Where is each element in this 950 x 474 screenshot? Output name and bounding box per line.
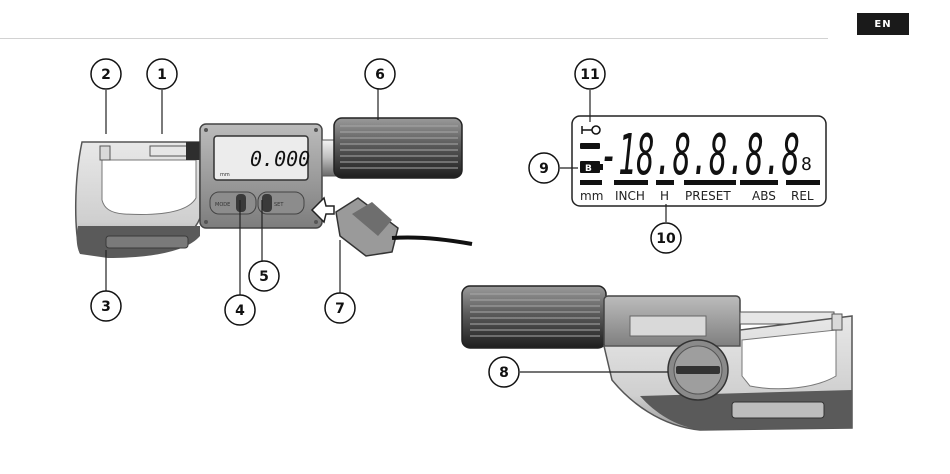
callout-7: 7 xyxy=(324,292,356,324)
callout-2: 2 xyxy=(90,58,122,90)
lcd-small-digit: 8 xyxy=(801,154,812,175)
data-cable-connector xyxy=(310,196,473,257)
lcd-label-abs: ABS xyxy=(752,189,776,203)
lcd-label-rel: REL xyxy=(791,189,814,203)
display-unit: mm xyxy=(220,172,230,178)
thimble-knurling xyxy=(340,125,458,169)
svg-text:3: 3 xyxy=(101,299,111,315)
callout-3: 3 xyxy=(90,290,122,322)
svg-text:6: 6 xyxy=(375,67,385,83)
hold-icon xyxy=(581,125,601,135)
callout-6: 6 xyxy=(364,58,396,90)
lcd-label-inch: INCH xyxy=(615,189,645,203)
lcd-label-h: H xyxy=(660,189,669,203)
svg-text:1: 1 xyxy=(157,67,167,83)
rear-thimble xyxy=(461,285,607,349)
svg-text:11: 11 xyxy=(580,67,599,83)
callout-9: 9 xyxy=(528,152,560,184)
battery-cover-slot xyxy=(676,366,720,374)
rear-insulation-pad xyxy=(731,401,825,419)
callout-10: 10 xyxy=(650,222,682,254)
svg-text:10: 10 xyxy=(656,231,676,247)
lcd-segment-diagram: B -18.8.8.8.8 8 mm INCH H PRESET ABS REL xyxy=(571,115,827,207)
svg-text:8: 8 xyxy=(499,365,509,381)
insulation-pad xyxy=(105,235,189,249)
mode-indicator-bars xyxy=(580,180,820,185)
frame-cutout xyxy=(101,159,197,215)
anvil xyxy=(99,145,111,161)
set-button-cap xyxy=(262,194,272,212)
spindle-collar xyxy=(186,142,200,160)
display-reading: 0.000 xyxy=(250,147,310,171)
lcd-digits: -18.8.8.8.8 xyxy=(600,123,800,188)
mode-button-label: MODE xyxy=(215,202,230,208)
callout-8: 8 xyxy=(488,356,520,388)
micrometer-front-view: 0.000 mm MODE SET xyxy=(74,117,473,258)
rear-anvil xyxy=(831,313,843,331)
svg-text:7: 7 xyxy=(335,301,345,317)
svg-text:2: 2 xyxy=(101,67,111,83)
rear-housing-label xyxy=(629,315,707,337)
svg-text:B: B xyxy=(585,164,592,174)
header-rule xyxy=(0,38,828,39)
callout-5: 5 xyxy=(248,260,280,292)
lcd-label-mm: mm xyxy=(580,189,603,203)
svg-text:4: 4 xyxy=(235,303,245,319)
rear-thimble-knurling xyxy=(470,293,600,337)
callout-4: 4 xyxy=(224,294,256,326)
thimble xyxy=(333,117,463,179)
svg-text:5: 5 xyxy=(259,269,269,285)
svg-text:9: 9 xyxy=(539,161,549,177)
lcd-label-preset: PRESET xyxy=(685,189,731,203)
rear-frame-cutout xyxy=(741,329,837,390)
callout-1: 1 xyxy=(146,58,178,90)
housing-display xyxy=(213,135,309,181)
battery-icon: B xyxy=(580,161,603,174)
callout-11: 11 xyxy=(574,58,606,90)
set-button-label: SET xyxy=(274,202,284,208)
micrometer-rear-view xyxy=(461,285,853,431)
language-badge: EN xyxy=(857,13,909,35)
mode-button-cap xyxy=(236,194,246,212)
minus-segment xyxy=(580,143,600,149)
